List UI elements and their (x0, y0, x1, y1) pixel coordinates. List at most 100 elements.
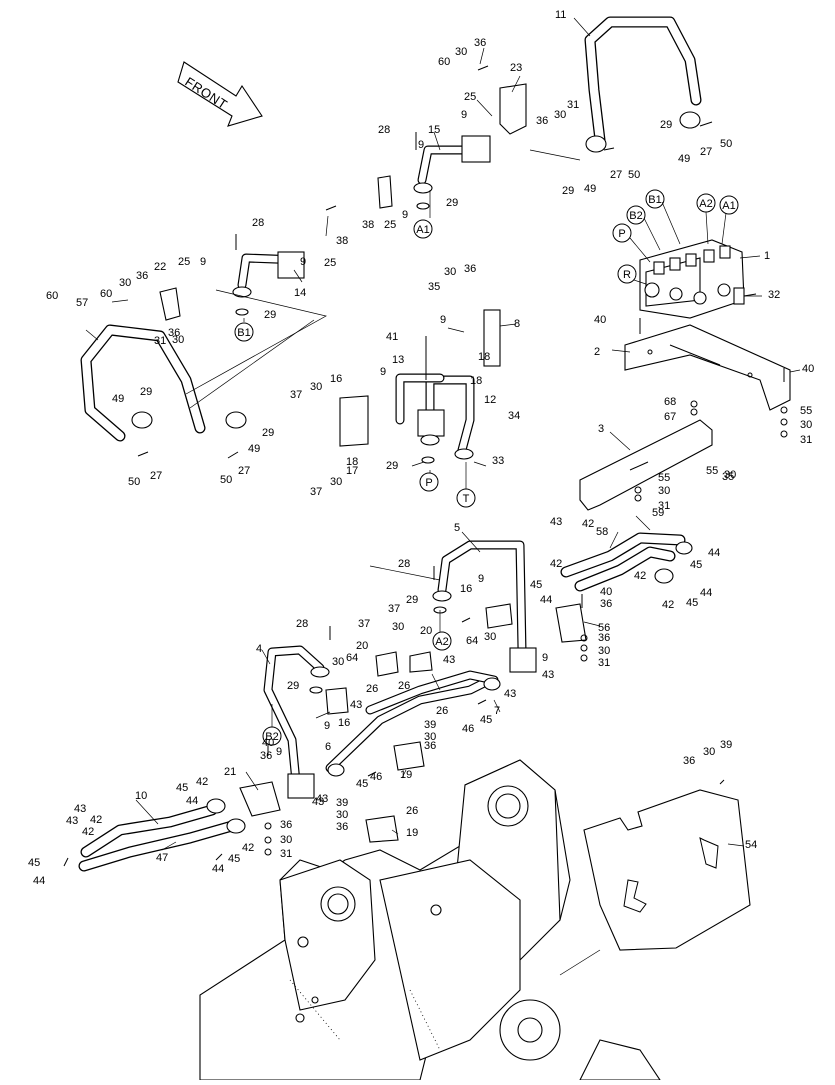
callout-30: 30 (724, 469, 736, 481)
callout-37: 37 (388, 603, 400, 615)
callout-15: 15 (428, 124, 440, 136)
callout-36: 36 (280, 819, 292, 831)
loader-frame (199, 759, 662, 1081)
callout-45: 45 (686, 597, 698, 609)
callout-37: 37 (310, 486, 322, 498)
callout-30: 30 (598, 645, 610, 657)
callout-36: 36 (424, 740, 436, 752)
callout-29: 29 (140, 386, 152, 398)
callout-27: 27 (700, 146, 712, 158)
callout-28: 28 (296, 618, 308, 630)
callout-45: 45 (690, 559, 702, 571)
callout-9: 9 (478, 573, 484, 585)
valve-bracket-2 (624, 324, 791, 411)
callout-30: 30 (280, 834, 292, 846)
callout-5: 5 (454, 522, 460, 534)
valve-bracket-3 (579, 419, 713, 511)
callout-4: 4 (256, 643, 262, 655)
callout-32: 32 (768, 289, 780, 301)
callout-9: 9 (324, 720, 330, 732)
callout-49: 49 (248, 443, 260, 455)
callout-30: 30 (658, 485, 670, 497)
callout-54: 54 (745, 839, 757, 851)
callout-9: 9 (440, 314, 446, 326)
callout-17: 17 (346, 465, 358, 477)
callout-36: 36 (168, 327, 180, 339)
callout-10: 10 (135, 790, 147, 802)
leader-lines (85, 17, 801, 851)
callout-43: 43 (66, 815, 78, 827)
callout-34: 34 (508, 410, 520, 422)
callout-60: 60 (100, 288, 112, 300)
callout-43: 43 (316, 793, 328, 805)
callout-36: 36 (464, 263, 476, 275)
marker-t: T (456, 488, 476, 508)
callout-50: 50 (628, 169, 640, 181)
callout-45: 45 (28, 857, 40, 869)
callout-46: 46 (370, 771, 382, 783)
callout-55: 55 (658, 472, 670, 484)
callout-30: 30 (392, 621, 404, 633)
callout-30: 30 (119, 277, 131, 289)
callout-42: 42 (196, 776, 208, 788)
callout-14: 14 (294, 287, 306, 299)
callout-42: 42 (242, 842, 254, 854)
callout-41: 41 (386, 331, 398, 343)
callout-42: 42 (82, 826, 94, 838)
callout-38: 38 (362, 219, 374, 231)
callout-25: 25 (324, 257, 336, 269)
callout-44: 44 (212, 863, 224, 875)
callout-3: 3 (598, 423, 604, 435)
callout-59: 59 (652, 507, 664, 519)
callout-27: 27 (150, 470, 162, 482)
callout-33: 33 (492, 455, 504, 467)
callout-31: 31 (280, 848, 292, 860)
callout-25: 25 (464, 91, 476, 103)
callout-44: 44 (708, 547, 720, 559)
callout-44: 44 (33, 875, 45, 887)
cover-plate (583, 789, 751, 951)
callout-49: 49 (678, 153, 690, 165)
callout-6: 6 (325, 741, 331, 753)
callout-39: 39 (336, 797, 348, 809)
callout-9: 9 (542, 652, 548, 664)
callout-42: 42 (662, 599, 674, 611)
callout-30: 30 (332, 656, 344, 668)
callout-68: 68 (664, 396, 676, 408)
callout-43: 43 (542, 669, 554, 681)
callout-29: 29 (660, 119, 672, 131)
callout-11: 11 (555, 9, 566, 21)
callout-64: 64 (466, 635, 478, 647)
callout-45: 45 (356, 778, 368, 790)
callout-30: 30 (703, 746, 715, 758)
callout-9: 9 (402, 209, 408, 221)
callout-36: 36 (683, 755, 695, 767)
callout-37: 37 (358, 618, 370, 630)
callout-25: 25 (178, 256, 190, 268)
callout-36: 36 (474, 37, 486, 49)
callout-36: 36 (260, 750, 272, 762)
callout-50: 50 (220, 474, 232, 486)
callout-28: 28 (378, 124, 390, 136)
callout-43: 43 (550, 516, 562, 528)
callout-46: 46 (462, 723, 474, 735)
callout-19: 19 (406, 827, 418, 839)
callout-29: 29 (262, 427, 274, 439)
callout-1: 1 (764, 250, 770, 262)
front-arrow: FRONT (177, 61, 263, 127)
callout-47: 47 (156, 852, 168, 864)
callout-45: 45 (228, 853, 240, 865)
callout-9: 9 (418, 139, 424, 151)
marker-a2-valve: A2 (696, 193, 716, 213)
callout-43: 43 (443, 654, 455, 666)
control-valve (639, 239, 745, 319)
callout-9: 9 (276, 746, 282, 758)
callout-30: 30 (554, 109, 566, 121)
marker-b1-left: B1 (234, 322, 254, 342)
callout-55: 55 (800, 405, 812, 417)
svg-text:P: P (425, 477, 432, 489)
svg-text:P: P (618, 228, 625, 240)
callout-45: 45 (480, 714, 492, 726)
